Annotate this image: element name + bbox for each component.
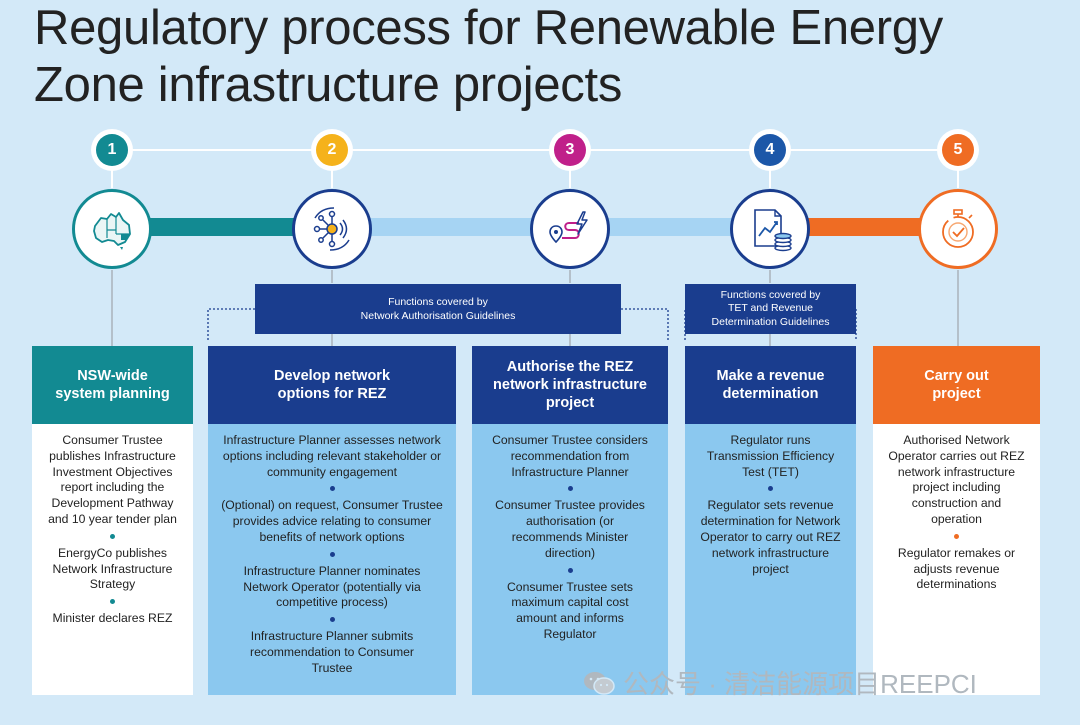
card-body-system-planning: Consumer Trustee publishes Infrastructur… (32, 424, 193, 695)
bullet-dot (329, 486, 335, 492)
bullet-dot (329, 617, 335, 623)
bullet-dot (110, 599, 115, 605)
list-item: EnergyCo publishes Network Infrastructur… (52, 545, 173, 592)
heading-line: Authorise the REZ (506, 359, 634, 375)
list-item: Regulator runs Transmission Efficiency T… (706, 433, 835, 479)
heading-line: system planning (55, 386, 170, 402)
card-body-develop-network: Infrastructure Planner assesses network … (208, 424, 456, 695)
bullet-dot (110, 533, 115, 539)
card-heading-develop-network: Develop network options for REZ (208, 346, 456, 424)
list-item: Authorised Network Operator carries out … (888, 433, 1025, 526)
list-item: Infrastructure Planner submits recommend… (250, 629, 414, 675)
page-title: Regulatory process for Renewable Energy … (34, 1, 943, 112)
bullet-dot (954, 533, 959, 539)
heading-line: options for REZ (277, 386, 387, 402)
watermark-text: 公众号 · 清洁能源项目REEPCI (623, 669, 977, 699)
heading-line: NSW-wide (77, 368, 148, 384)
revenue-report-icon (730, 189, 810, 269)
heading-line: Develop network (273, 368, 391, 384)
card-heading-carry-out-project: Carry out project (873, 346, 1040, 424)
functions-line: Determination Guidelines (711, 315, 830, 328)
card-body-revenue-determination: Regulator runs Transmission Efficiency T… (685, 424, 856, 695)
bullet-dot (768, 486, 773, 492)
step-badge-1: 1 (96, 134, 128, 166)
step-badge-5: 5 (942, 134, 974, 166)
list-item: Consumer Trustee provides authorisation … (495, 498, 645, 560)
stopwatch-check-icon (918, 189, 998, 269)
functions-line: Functions covered by (720, 288, 821, 301)
list-item: Minister declares REZ (52, 611, 173, 626)
heading-line: Make a revenue (716, 368, 825, 384)
functions-box-tet-revenue: Functions covered by TET and Revenue Det… (685, 284, 856, 334)
heading-line: Carry out (924, 368, 989, 384)
watermark: 公众号 · 清洁能源项目REEPCI (583, 664, 977, 701)
functions-line: Network Authorisation Guidelines (360, 310, 516, 322)
route-power-icon (530, 189, 610, 269)
progress-bar-orange (808, 218, 928, 236)
list-item: Infrastructure Planner nominates Network… (243, 563, 421, 610)
functions-box-network-authorisation: Functions covered by Network Authorisati… (255, 284, 621, 334)
bullet-dot (567, 486, 573, 492)
list-item: Consumer Trustee publishes Infrastructur… (48, 433, 177, 526)
step-badge-4: 4 (754, 134, 786, 166)
functions-line: Functions covered by (388, 296, 488, 308)
list-item: (Optional) on request, Consumer Trustee … (221, 498, 443, 544)
list-item: Infrastructure Planner assesses network … (222, 433, 442, 479)
step-badge-3: 3 (554, 134, 586, 166)
heading-line: project (545, 395, 595, 411)
heading-line: determination (722, 386, 819, 402)
card-body-authorise-project: Consumer Trustee considers recommendatio… (472, 424, 668, 695)
list-item: Regulator remakes or adjusts revenue det… (897, 545, 1016, 592)
progress-bar-teal (150, 218, 300, 236)
card-heading-revenue-determination: Make a revenue determination (685, 346, 856, 424)
list-item: Regulator sets revenue determination for… (700, 498, 841, 576)
list-item: Consumer Trustee sets maximum capital co… (507, 579, 633, 641)
bullet-dot (567, 567, 573, 573)
australia-map-icon (72, 189, 152, 269)
card-body-carry-out-project: Authorised Network Operator carries out … (873, 424, 1040, 695)
step-badge-2: 2 (316, 134, 348, 166)
card-heading-system-planning: NSW-wide system planning (32, 346, 193, 424)
bullet-dot (329, 551, 335, 557)
card-heading-authorise-project: Authorise the REZ network infrastructure… (472, 346, 668, 424)
network-hub-icon (292, 189, 372, 269)
list-item: Consumer Trustee considers recommendatio… (492, 433, 648, 479)
wechat-icon (584, 671, 615, 695)
functions-line: TET and Revenue (727, 302, 814, 315)
heading-line: network infrastructure (493, 377, 647, 393)
heading-line: project (932, 386, 981, 402)
